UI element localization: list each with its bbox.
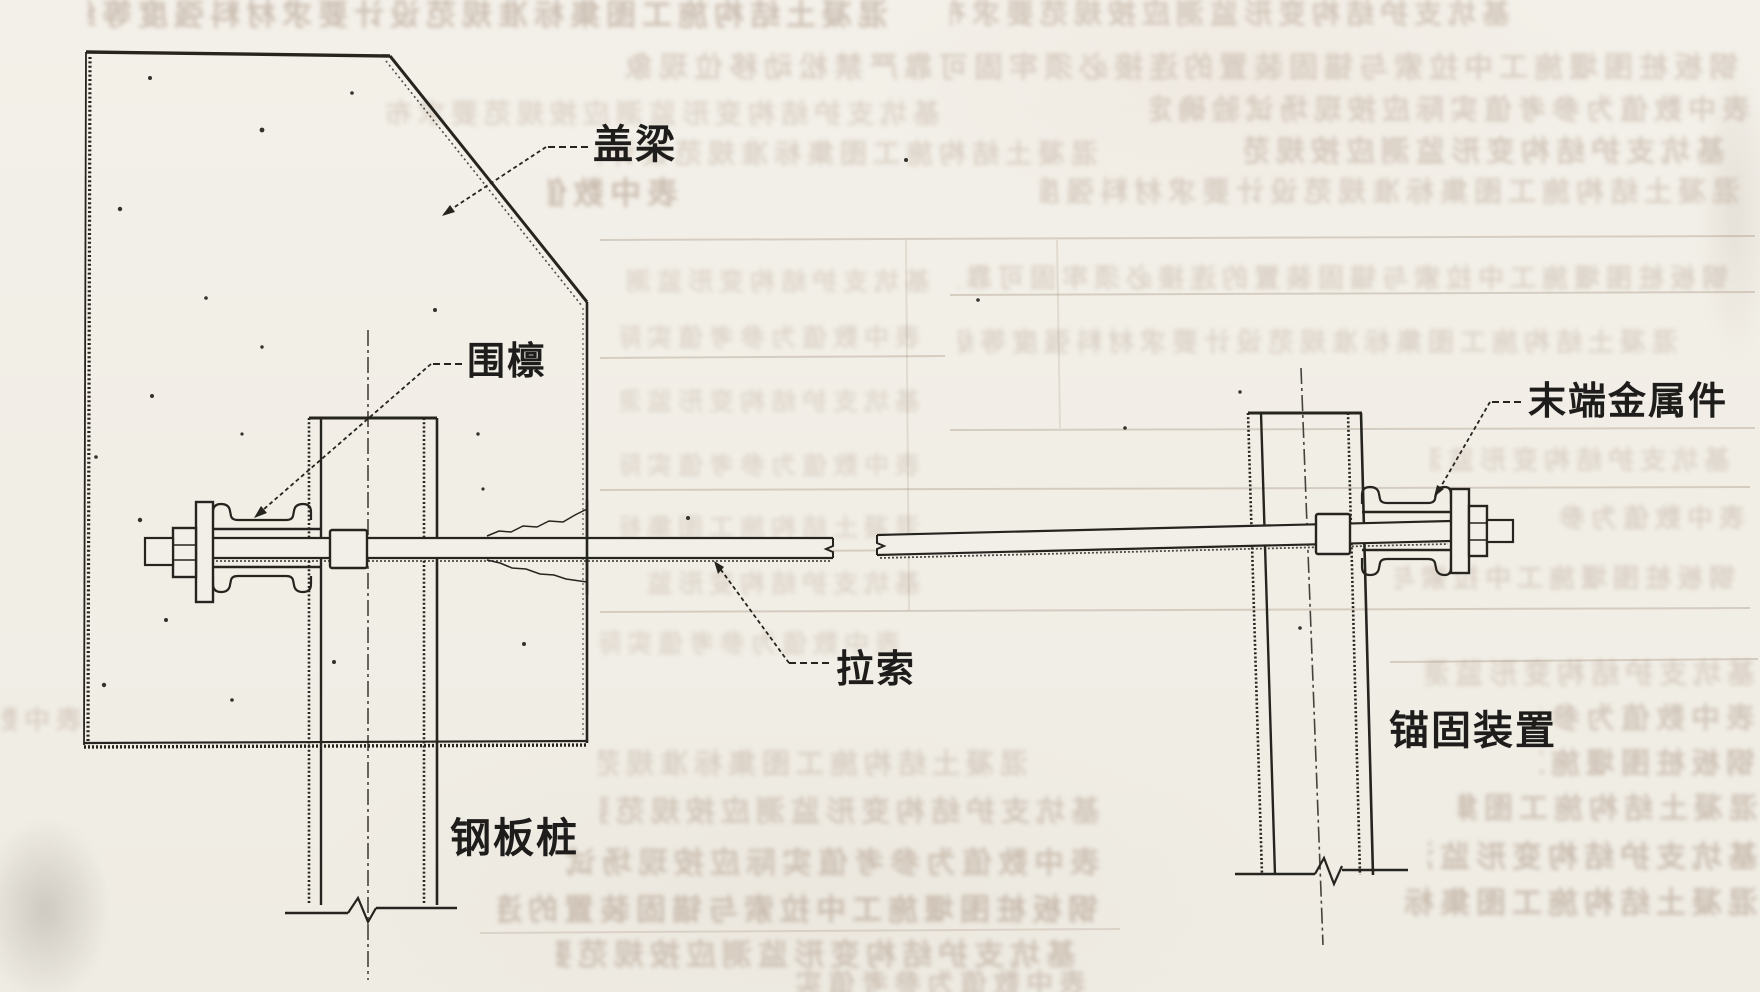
label-steel-sheet-pile: 钢板桩 <box>450 814 579 862</box>
left-hex-nut <box>171 526 198 579</box>
label-end-metal-fitting: 末端金属件 <box>1528 379 1728 423</box>
right-hex-nut <box>1467 504 1489 558</box>
left-waler-upper-flange <box>211 502 313 522</box>
bleedthrough-table-lines <box>479 235 1759 934</box>
left-waler-lower-flange <box>211 574 313 594</box>
tie-rod-right-top <box>876 519 1452 537</box>
tie-rod-left-segment <box>213 536 834 562</box>
cap-beam-top-edge <box>85 50 391 58</box>
leader-waler-arrowhead <box>254 506 267 518</box>
leader-end-fitting-diagonal <box>1435 401 1491 496</box>
left-bearing-plate <box>194 500 215 604</box>
tie-rod-right-shadow <box>879 543 1449 559</box>
label-cable: 拉索 <box>836 647 916 691</box>
right-sheet-pile <box>1246 411 1375 876</box>
tie-rod-right-bottom <box>876 539 1452 557</box>
left-coupler <box>328 528 369 570</box>
right-waler-lower-flange <box>1360 557 1453 577</box>
cap-beam-bottom-hatch <box>83 743 588 749</box>
cap-beam-left-edge <box>83 51 87 746</box>
leader-end-fitting-arrowhead <box>1434 485 1444 497</box>
label-waler: 围檩 <box>467 339 547 383</box>
beam-recess-upper-break <box>486 508 588 537</box>
label-anchorage-device: 锚固装置 <box>1389 708 1557 754</box>
tie-rod-right-body <box>877 521 1451 555</box>
right-pile-outer-left <box>1246 412 1264 876</box>
right-pile-centerline <box>1300 367 1324 946</box>
left-rod-end-stub <box>143 536 175 567</box>
right-pile-inner-right <box>1346 412 1362 876</box>
cap-beam-left-hatch <box>86 56 92 743</box>
right-pile-break <box>1235 855 1408 887</box>
cap-beam-bottom-edge <box>83 739 588 745</box>
cap-beam-slope-edge <box>388 55 589 303</box>
leader-cap-beam-diagonal <box>443 146 547 215</box>
leader-cable-arrowhead <box>714 561 724 574</box>
leaders <box>254 146 1521 664</box>
tie-rod-left-break-end <box>823 538 834 558</box>
right-bearing-plate <box>1449 487 1471 575</box>
beam-recess-lower-break <box>486 559 588 583</box>
right-pile-inner-left <box>1259 412 1277 876</box>
tie-rod-right-break-end <box>876 535 887 555</box>
leader-cable-diagonal <box>715 562 790 664</box>
right-rod-end-stub <box>1485 518 1515 544</box>
leader-cap-beam-arrowhead <box>442 205 455 216</box>
tie-rod-right-segment <box>876 519 1452 559</box>
tie-rod-left-body <box>213 538 833 558</box>
right-coupler <box>1314 512 1352 556</box>
left-anchor-assembly <box>143 500 369 604</box>
right-anchor-assembly <box>1314 485 1515 577</box>
cap-beam-outline <box>83 50 589 749</box>
right-waler-upper-flange <box>1360 485 1453 505</box>
cap-beam-slope-hatch <box>385 60 583 307</box>
right-pile-outer-right <box>1359 412 1375 876</box>
leader-waler-diagonal <box>255 363 432 517</box>
left-sheet-pile <box>307 416 439 905</box>
left-pile-break <box>285 895 457 925</box>
concrete-specks <box>94 76 1302 702</box>
label-cap-beam: 盖梁 <box>593 122 677 168</box>
